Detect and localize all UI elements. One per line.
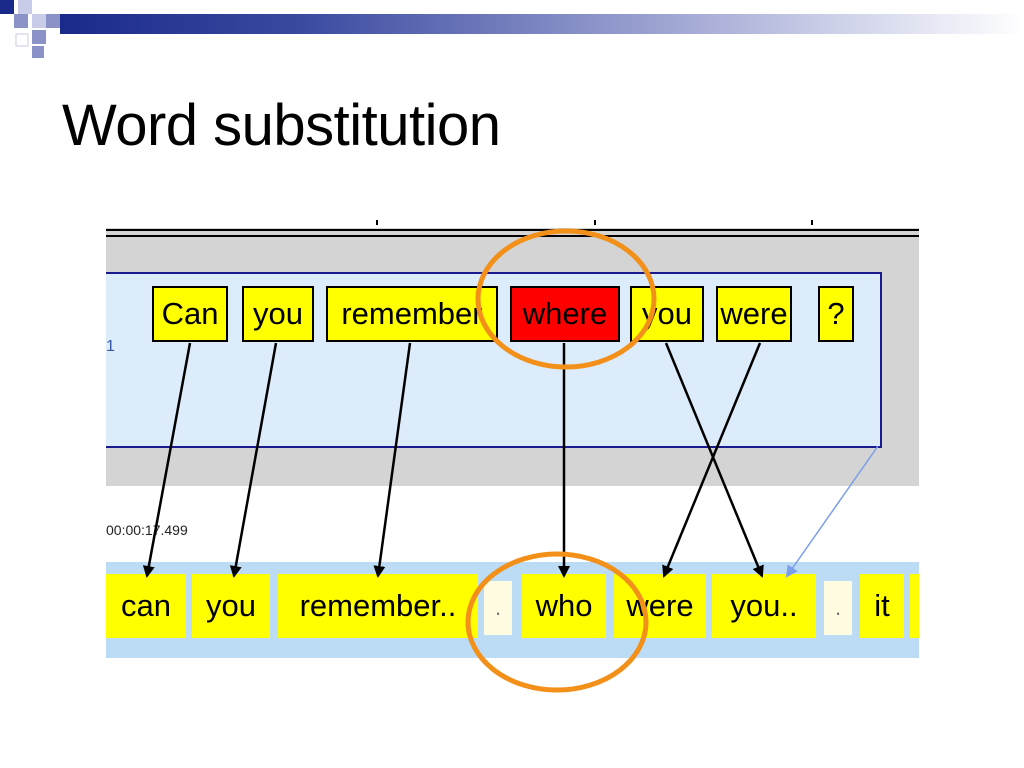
target-word[interactable]: you.. xyxy=(712,574,816,638)
screenshot-top-area xyxy=(106,220,919,228)
source-word[interactable]: remember xyxy=(326,286,498,342)
ruler-line xyxy=(106,235,919,237)
ruler-tick xyxy=(594,220,596,225)
ruler-tick xyxy=(376,220,378,225)
title-gradient-bar xyxy=(60,14,1024,34)
timestamp-label: 00:00:17.499 xyxy=(106,522,188,538)
source-word-highlighted[interactable]: where xyxy=(510,286,620,342)
target-word[interactable]: it xyxy=(860,574,904,638)
source-word[interactable]: ? xyxy=(818,286,854,342)
target-word[interactable]: remember.. xyxy=(278,574,478,638)
target-word[interactable]: can xyxy=(106,574,186,638)
source-word[interactable]: were xyxy=(716,286,792,342)
target-word[interactable]: were xyxy=(614,574,706,638)
source-word[interactable]: Can xyxy=(152,286,228,342)
ruler-line xyxy=(106,229,919,231)
slide-title: Word substitution xyxy=(62,93,501,158)
target-word[interactable]: who xyxy=(522,574,606,638)
target-word-punctuation[interactable]: . xyxy=(484,581,512,635)
target-word[interactable]: you xyxy=(192,574,270,638)
target-word-punctuation[interactable]: . xyxy=(824,581,852,635)
corner-squares-decoration xyxy=(0,0,60,58)
source-row-number: 1 xyxy=(106,338,115,355)
source-word[interactable]: you xyxy=(630,286,704,342)
source-word[interactable]: you xyxy=(242,286,314,342)
ruler-tick xyxy=(811,220,813,225)
target-word-partial xyxy=(910,574,919,638)
